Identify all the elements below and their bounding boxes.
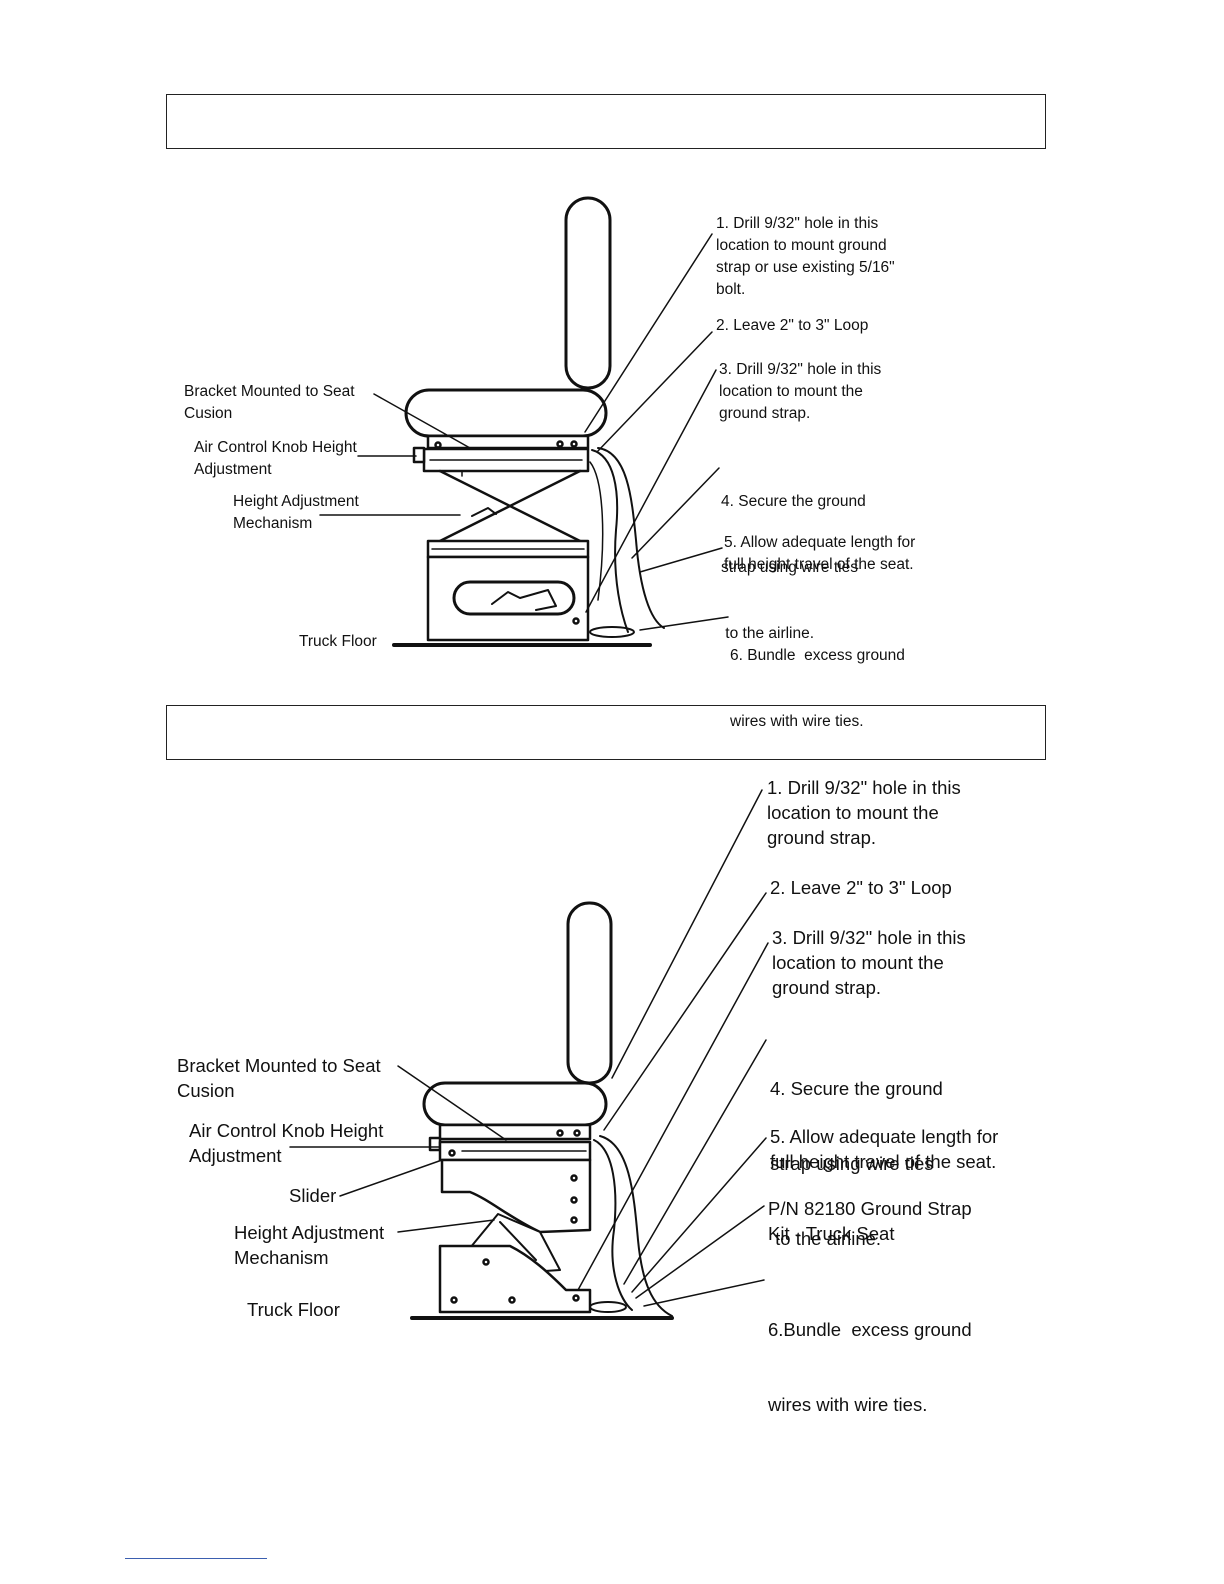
footnote-separator bbox=[125, 1558, 267, 1559]
d2-label-height-mechanism: Height Adjustment Mechanism bbox=[234, 1222, 385, 1268]
d1-label-air-knob: Air Control Knob Height Adjustment bbox=[194, 439, 357, 478]
d2-callout-1: 1. Drill 9/32" hole in this location to … bbox=[767, 777, 961, 848]
seat-drawing-1 bbox=[319, 196, 729, 647]
d1-callout-5: 5. Allow adequate length for full height… bbox=[724, 534, 916, 573]
d2-callout-4: 4. Secure the ground strap using wire ti… bbox=[770, 1078, 943, 1249]
seat-drawing-2 bbox=[289, 789, 769, 1320]
d2-label-air-knob: Air Control Knob Height Adjustment bbox=[189, 1120, 384, 1166]
title-box-top bbox=[166, 94, 1046, 149]
d1-label-height-mechanism: Height Adjustment Mechanism bbox=[233, 493, 359, 532]
d1-callout-3: 3. Drill 9/32" hole in this location to … bbox=[719, 361, 882, 422]
d2-label-bracket: Bracket Mounted to Seat Cusion bbox=[177, 1055, 381, 1101]
title-box-bottom bbox=[166, 705, 1046, 760]
d1-label-truck-floor: Truck Floor bbox=[299, 633, 377, 650]
d2-callout-6: 6.Bundle excess ground wires with wire t… bbox=[768, 1319, 972, 1415]
d1-callout-1: 1. Drill 9/32" hole in this location to … bbox=[716, 215, 895, 298]
d2-callout-part-number: P/N 82180 Ground Strap Kit - Truck Seat bbox=[768, 1198, 972, 1244]
d1-callout-4: 4. Secure the ground strap using wire ti… bbox=[721, 493, 866, 642]
d1-callout-2: 2. Leave 2" to 3" Loop bbox=[716, 317, 869, 334]
d2-label-truck-floor: Truck Floor bbox=[247, 1299, 340, 1320]
d2-callout-2: 2. Leave 2" to 3" Loop bbox=[770, 877, 952, 898]
d2-callout-3: 3. Drill 9/32" hole in this location to … bbox=[772, 927, 966, 998]
d2-callout-5: 5. Allow adequate length for full height… bbox=[770, 1126, 999, 1172]
d1-callout-6: 6. Bundle excess ground wires with wire … bbox=[730, 647, 905, 730]
d2-label-slider: Slider bbox=[289, 1185, 337, 1206]
d1-label-bracket: Bracket Mounted to Seat Cusion bbox=[184, 383, 355, 422]
